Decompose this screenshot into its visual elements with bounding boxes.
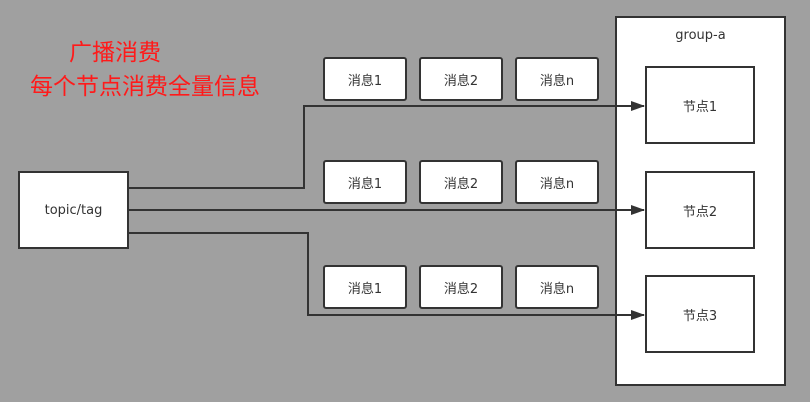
- message-box: 消息n: [515, 57, 599, 101]
- message-label: 消息n: [539, 281, 575, 297]
- message-box: 消息1: [323, 265, 407, 309]
- message-box: 消息n: [515, 160, 599, 204]
- source-box: topic/tag: [18, 171, 129, 249]
- node-box-2: 节点2: [645, 171, 755, 249]
- message-box: 消息2: [419, 57, 503, 101]
- message-label: 消息1: [347, 73, 383, 89]
- message-box: 消息2: [419, 265, 503, 309]
- message-label: 消息1: [347, 176, 383, 192]
- message-label: 消息n: [539, 73, 575, 89]
- message-label: 消息n: [539, 176, 575, 192]
- message-label: 消息2: [443, 281, 479, 297]
- node-label: 节点1: [682, 99, 718, 115]
- node-box-3: 节点3: [645, 275, 755, 353]
- source-label: topic/tag: [44, 202, 103, 218]
- message-box: 消息1: [323, 160, 407, 204]
- message-box: 消息n: [515, 265, 599, 309]
- node-label: 节点2: [682, 204, 718, 220]
- message-box: 消息2: [419, 160, 503, 204]
- message-label: 消息2: [443, 176, 479, 192]
- title-line-2: 每个节点消费全量信息: [30, 74, 260, 100]
- message-label: 消息1: [347, 281, 383, 297]
- arrow-to-node-3: [128, 232, 645, 320]
- node-label: 节点3: [682, 308, 718, 324]
- arrow-to-node-1: [128, 101, 645, 189]
- group-label: group-a: [675, 28, 726, 43]
- message-box: 消息1: [323, 57, 407, 101]
- title-line-1: 广播消费: [69, 40, 161, 66]
- message-label: 消息2: [443, 73, 479, 89]
- node-box-1: 节点1: [645, 66, 755, 144]
